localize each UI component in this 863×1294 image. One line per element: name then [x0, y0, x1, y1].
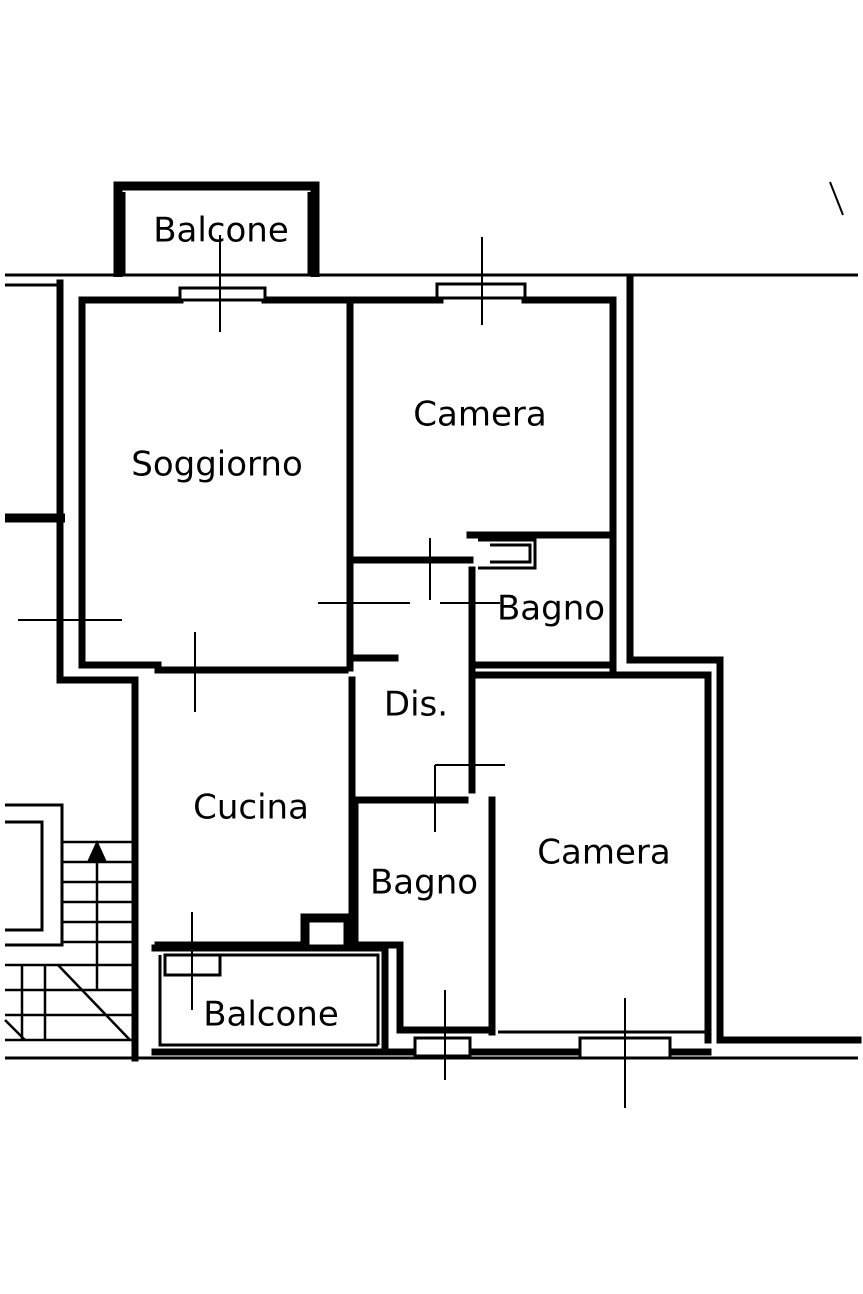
stair-arrow-icon — [87, 840, 107, 862]
label-balcone-bottom: Balcone — [203, 995, 339, 1035]
label-bagno-small: Bagno — [497, 589, 605, 629]
room-labels: Balcone Soggiorno Camera Bagno Dis. Cuci… — [131, 211, 670, 1035]
window-soggiorno — [178, 286, 267, 302]
label-soggiorno: Soggiorno — [131, 445, 303, 485]
interior-walls — [151, 296, 712, 1056]
axis-ticks — [18, 181, 844, 1108]
label-camera-bottom: Camera — [537, 833, 670, 873]
label-dis: Dis. — [384, 685, 448, 725]
staircase — [4, 803, 135, 1042]
label-balcone-top: Balcone — [153, 211, 289, 251]
label-bagno-mid: Bagno — [370, 863, 478, 903]
balcony-top — [113, 181, 320, 277]
label-camera-top: Camera — [413, 395, 546, 435]
label-cucina: Cucina — [193, 788, 309, 828]
window-bagno-mid — [413, 1036, 472, 1058]
outer-walls — [5, 273, 862, 1062]
